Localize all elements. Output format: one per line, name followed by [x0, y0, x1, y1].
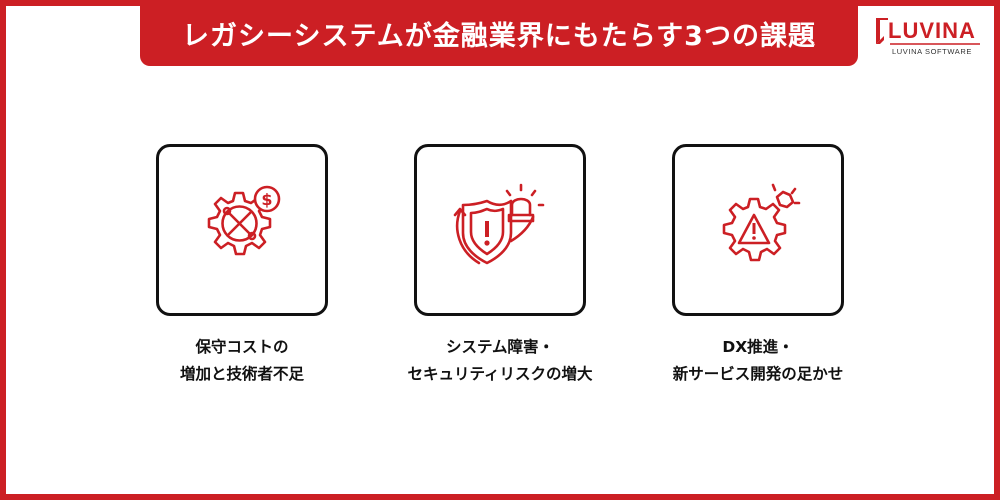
card-maintenance-cost: $ [156, 144, 328, 316]
caption-line-1: システム障害・ [445, 338, 555, 356]
logo-wordmark: LUVINA [888, 18, 976, 43]
caption-line-2: セキュリティリスクの増大 [407, 365, 593, 383]
logo: LUVINA LUVINA SOFTWARE [872, 14, 984, 60]
caption-dx-obstacle: DX推進・ 新サービス開発の足かせ [628, 334, 888, 388]
caption-system-failure: システム障害・ セキュリティリスクの増大 [370, 334, 630, 388]
caption-line-2: 増加と技術者不足 [179, 365, 304, 383]
shield-alarm-icon [453, 183, 545, 265]
logo-mark [876, 18, 980, 45]
page-title: レガシーシステムが金融業界にもたらす3つの課題 [182, 20, 816, 52]
gear-warning-icon [722, 183, 801, 262]
card-system-failure [414, 144, 586, 316]
caption-line-1: DX推進・ [722, 338, 794, 356]
caption-line-1: 保守コストの [195, 338, 289, 356]
caption-maintenance-cost: 保守コストの 増加と技術者不足 [112, 334, 372, 388]
logo-tagline: LUVINA SOFTWARE [892, 47, 972, 56]
svg-text:$: $ [261, 190, 272, 209]
gear-wrench-dollar-icon: $ [207, 185, 281, 256]
caption-line-2: 新サービス開発の足かせ [672, 365, 844, 383]
card-dx-obstacle [672, 144, 844, 316]
title-banner: レガシーシステムが金融業界にもたらす3つの課題 [140, 0, 858, 66]
